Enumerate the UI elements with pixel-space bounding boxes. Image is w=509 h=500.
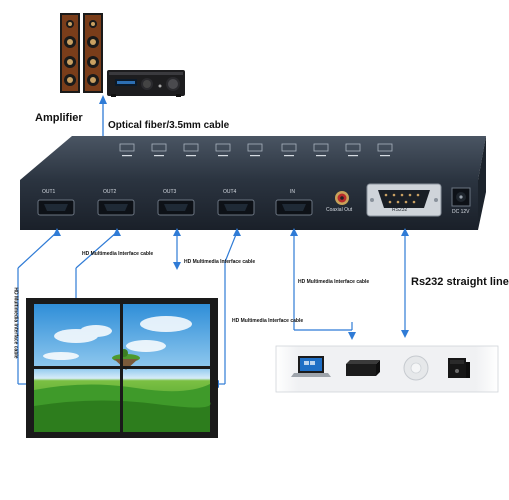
speaker-right-icon [83, 13, 103, 93]
set-top-box-icon [346, 360, 380, 376]
port-label-out1: OUT1 [42, 189, 56, 195]
hdmi-cable-label-out4: HD Multimedia Interface cable [232, 318, 304, 324]
amplifier-label: Amplifier [35, 112, 83, 124]
port-label-out3: OUT3 [163, 189, 177, 195]
hdmi-cable-label-out1: HD Multimedia Interface cable [12, 287, 19, 359]
hdmi-out2-port [97, 199, 135, 216]
optical-cable-label: Optical fiber/3.5mm cable [108, 120, 230, 131]
port-label-out2: OUT2 [103, 189, 117, 195]
source-devices-panel [275, 345, 499, 393]
rs232-port [366, 183, 442, 217]
port-label-out4: OUT4 [223, 189, 237, 195]
hdmi-out4-port [217, 199, 255, 216]
port-label-rs232: RS232 [392, 207, 408, 213]
amplifier-system-illustration [60, 13, 185, 97]
speaker-left-icon [60, 13, 80, 93]
hdmi-cable-label-out3: HD Multimedia Interface cable [184, 259, 256, 265]
dc-power-port [451, 187, 471, 207]
port-label-coaxial: Coaxial Out [326, 207, 353, 213]
rs232-line-label: Rs232 straight line [411, 276, 509, 288]
video-wall-display [26, 298, 218, 438]
hdmi-out3-port [157, 199, 195, 216]
hdmi-in-port [275, 199, 313, 216]
hdmi-cable-label-out2: HD Multimedia Interface cable [82, 251, 154, 257]
hdmi-out1-port [37, 199, 75, 216]
hdmi-cable-label-in: HD Multimedia Interface cable [298, 279, 370, 285]
receiver-icon [107, 70, 185, 97]
game-console-icon [448, 358, 470, 378]
port-label-dc: DC 12V [452, 209, 470, 215]
coaxial-port [335, 191, 349, 205]
port-label-in: IN [290, 189, 295, 195]
media-player-icon [403, 355, 429, 381]
hdmi-splitter-device [20, 136, 486, 230]
laptop-icon [291, 356, 331, 377]
